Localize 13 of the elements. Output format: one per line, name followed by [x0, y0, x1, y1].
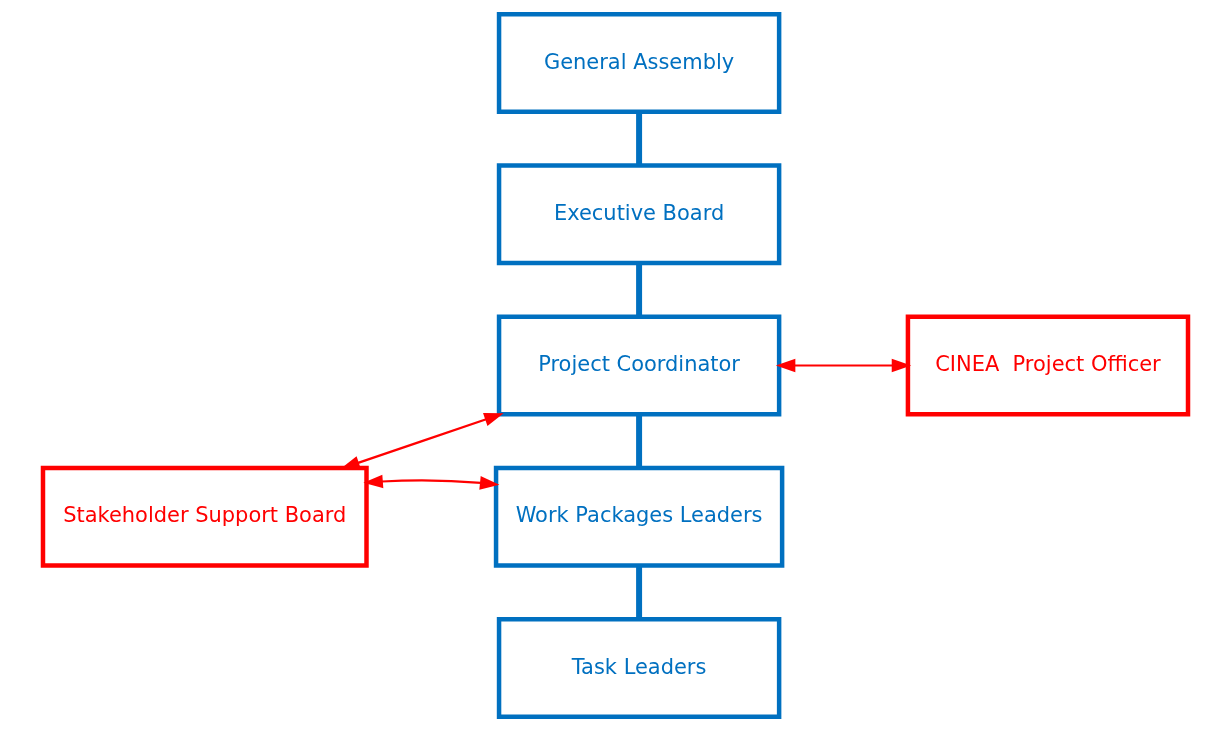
node-box: General Assembly — [496, 12, 782, 114]
connector — [636, 414, 643, 468]
node-box: Project Coordinator — [496, 314, 782, 417]
node-box: CINEA Project Officer — [905, 314, 1191, 417]
connector — [636, 565, 643, 620]
connector — [636, 111, 643, 166]
arrow — [363, 474, 500, 490]
node-box: Work Packages Leaders — [493, 465, 785, 568]
arrow — [775, 358, 912, 373]
node-box: Stakeholder Support Board — [40, 465, 369, 568]
node-box: Executive Board — [496, 163, 782, 266]
node-box: Task Leaders — [496, 617, 782, 719]
connector — [636, 263, 643, 317]
